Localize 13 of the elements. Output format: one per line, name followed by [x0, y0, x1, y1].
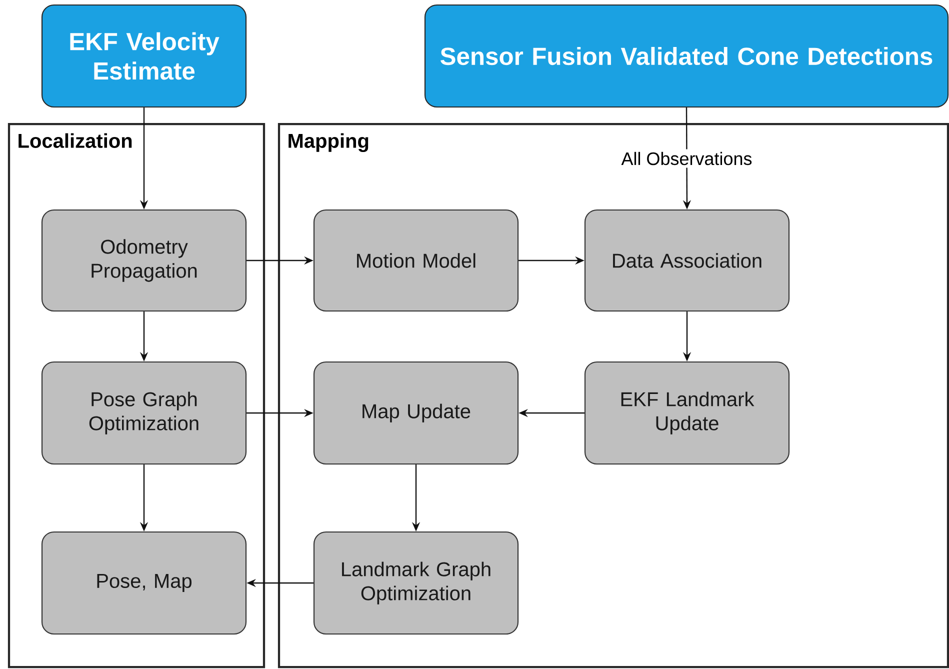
process-box: Odometry Propagation [41, 209, 247, 312]
panel-heading: Mapping [288, 133, 368, 152]
process-box: Pose, Map [41, 531, 247, 635]
process-box: Data Association [584, 209, 790, 312]
edge-label: All Observations [618, 149, 755, 168]
process-box: Motion Model [313, 209, 519, 312]
source-box: Sensor Fusion Validated Cone Detections [424, 4, 949, 108]
process-box: Map Update [313, 361, 519, 465]
process-box: EKF Landmark Update [584, 361, 790, 465]
source-box: EKF Velocity Estimate [41, 4, 247, 108]
panel-heading: Localization [18, 133, 132, 148]
process-box: Landmark Graph Optimization [313, 531, 519, 635]
process-box: Pose Graph Optimization [41, 361, 247, 465]
